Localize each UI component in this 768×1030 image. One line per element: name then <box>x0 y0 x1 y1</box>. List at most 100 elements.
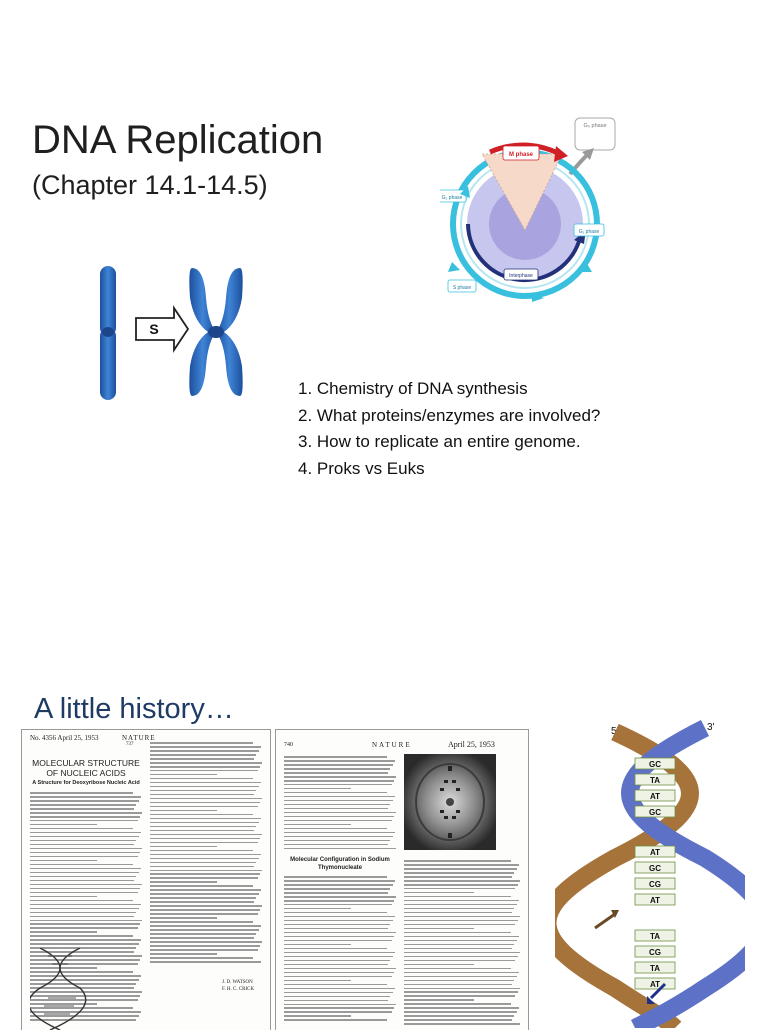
text-line <box>30 795 141 798</box>
text-line <box>150 753 257 756</box>
text-line <box>150 829 255 832</box>
text-line <box>150 937 255 939</box>
paper1-signature-watson: J. D. WATSON <box>222 980 253 985</box>
text-line <box>30 839 137 842</box>
text-line <box>284 795 395 798</box>
base-pair-bar <box>634 961 676 974</box>
text-line <box>404 903 517 906</box>
text-line <box>284 943 352 946</box>
cell-cycle-diagram: G₀ phase M phase G₂ phase G₁ phase Inter… <box>440 117 616 302</box>
paper2-section-title: Molecular Configuration in Sodium Thymon… <box>290 857 390 871</box>
m-phase-arc <box>489 142 562 157</box>
base-pair-bar <box>634 877 676 890</box>
text-line <box>30 935 134 938</box>
text-line <box>284 995 391 998</box>
topics-list: 1. Chemistry of DNA synthesis 2. What pr… <box>298 376 600 482</box>
paper2-date: April 25, 1953 <box>448 740 495 749</box>
text-line <box>30 895 98 898</box>
text-line <box>30 831 141 834</box>
text-line <box>150 913 258 915</box>
paper2-journal: NATURE <box>372 741 412 749</box>
text-line <box>30 903 141 906</box>
text-line <box>30 843 135 846</box>
text-line <box>30 835 139 838</box>
chromosome-duplication-diagram: S <box>100 266 243 400</box>
text-line <box>150 889 261 892</box>
text-line <box>30 955 142 957</box>
text-line <box>150 957 254 959</box>
text-line <box>284 971 394 974</box>
text-line <box>30 931 98 934</box>
text-line <box>404 939 517 942</box>
text-line <box>150 921 254 923</box>
base-pair-bar <box>634 757 676 770</box>
text-line <box>30 987 135 989</box>
text-line <box>284 935 394 938</box>
text-line <box>284 759 395 762</box>
text-line <box>404 931 511 934</box>
text-line <box>30 807 135 810</box>
text-line <box>284 931 396 934</box>
paper1-text-left <box>30 792 142 1023</box>
base-pair-bar <box>634 893 676 906</box>
text-line <box>30 883 142 886</box>
text-line <box>150 837 260 840</box>
text-line <box>30 815 140 818</box>
text-line <box>284 756 388 758</box>
paper1-title: MOLECULAR STRUCTURE OF NUCLEIC ACIDS <box>32 758 140 778</box>
paper1-subtitle: A Structure for Deoxyribose Nucleic Acid <box>32 780 140 786</box>
x-ray-diffraction-photo <box>404 754 496 850</box>
text-line <box>404 1015 515 1017</box>
single-chromosome <box>100 266 116 400</box>
duplicated-chromosome <box>189 268 243 396</box>
g1-arrowhead <box>580 262 592 272</box>
paper2-text-left-lower <box>284 876 396 1023</box>
s-phase-arrow: S <box>135 305 190 353</box>
helix-strand-blue <box>621 719 745 1028</box>
paper1-page: 737 <box>126 742 134 747</box>
text-line <box>150 745 261 748</box>
text-line <box>150 877 258 880</box>
interphase-label: Interphase <box>509 273 533 279</box>
text-line <box>150 861 257 864</box>
text-line <box>404 871 515 874</box>
text-line <box>404 991 518 994</box>
m-phase-box <box>502 145 540 161</box>
text-line <box>284 831 395 834</box>
text-line <box>150 773 218 776</box>
text-line <box>150 941 262 943</box>
text-line <box>404 879 520 882</box>
text-line <box>150 925 261 927</box>
text-line <box>30 1011 141 1013</box>
list-item: 1. Chemistry of DNA synthesis <box>298 379 528 398</box>
text-line <box>30 947 137 949</box>
text-line <box>150 825 257 828</box>
base-pair-label: AT <box>650 848 660 857</box>
text-line <box>284 815 394 818</box>
watson-crick-paper: No. 4356 April 25, 1953 NATURE 737 MOLEC… <box>22 730 270 1030</box>
paper1-text-right <box>150 742 262 965</box>
text-line <box>150 853 261 856</box>
text-line <box>30 811 142 814</box>
text-line <box>30 819 138 822</box>
text-line <box>284 975 392 978</box>
text-line <box>284 799 393 802</box>
text-line <box>284 903 392 906</box>
s-phase-box <box>447 279 477 293</box>
text-line <box>284 923 391 926</box>
text-line <box>150 933 257 935</box>
text-line <box>404 907 515 910</box>
text-line <box>30 1007 134 1009</box>
base-pair-label: GC <box>649 760 661 769</box>
text-line <box>404 1007 519 1010</box>
paper2-text-right <box>404 860 520 1027</box>
text-line <box>404 983 512 986</box>
text-line <box>150 893 259 895</box>
text-line <box>30 951 135 953</box>
text-line <box>150 789 257 792</box>
text-line <box>150 849 254 852</box>
text-line <box>30 983 137 985</box>
text-line <box>30 975 141 977</box>
text-line <box>404 860 511 862</box>
m-phase-arrowhead <box>554 146 568 162</box>
